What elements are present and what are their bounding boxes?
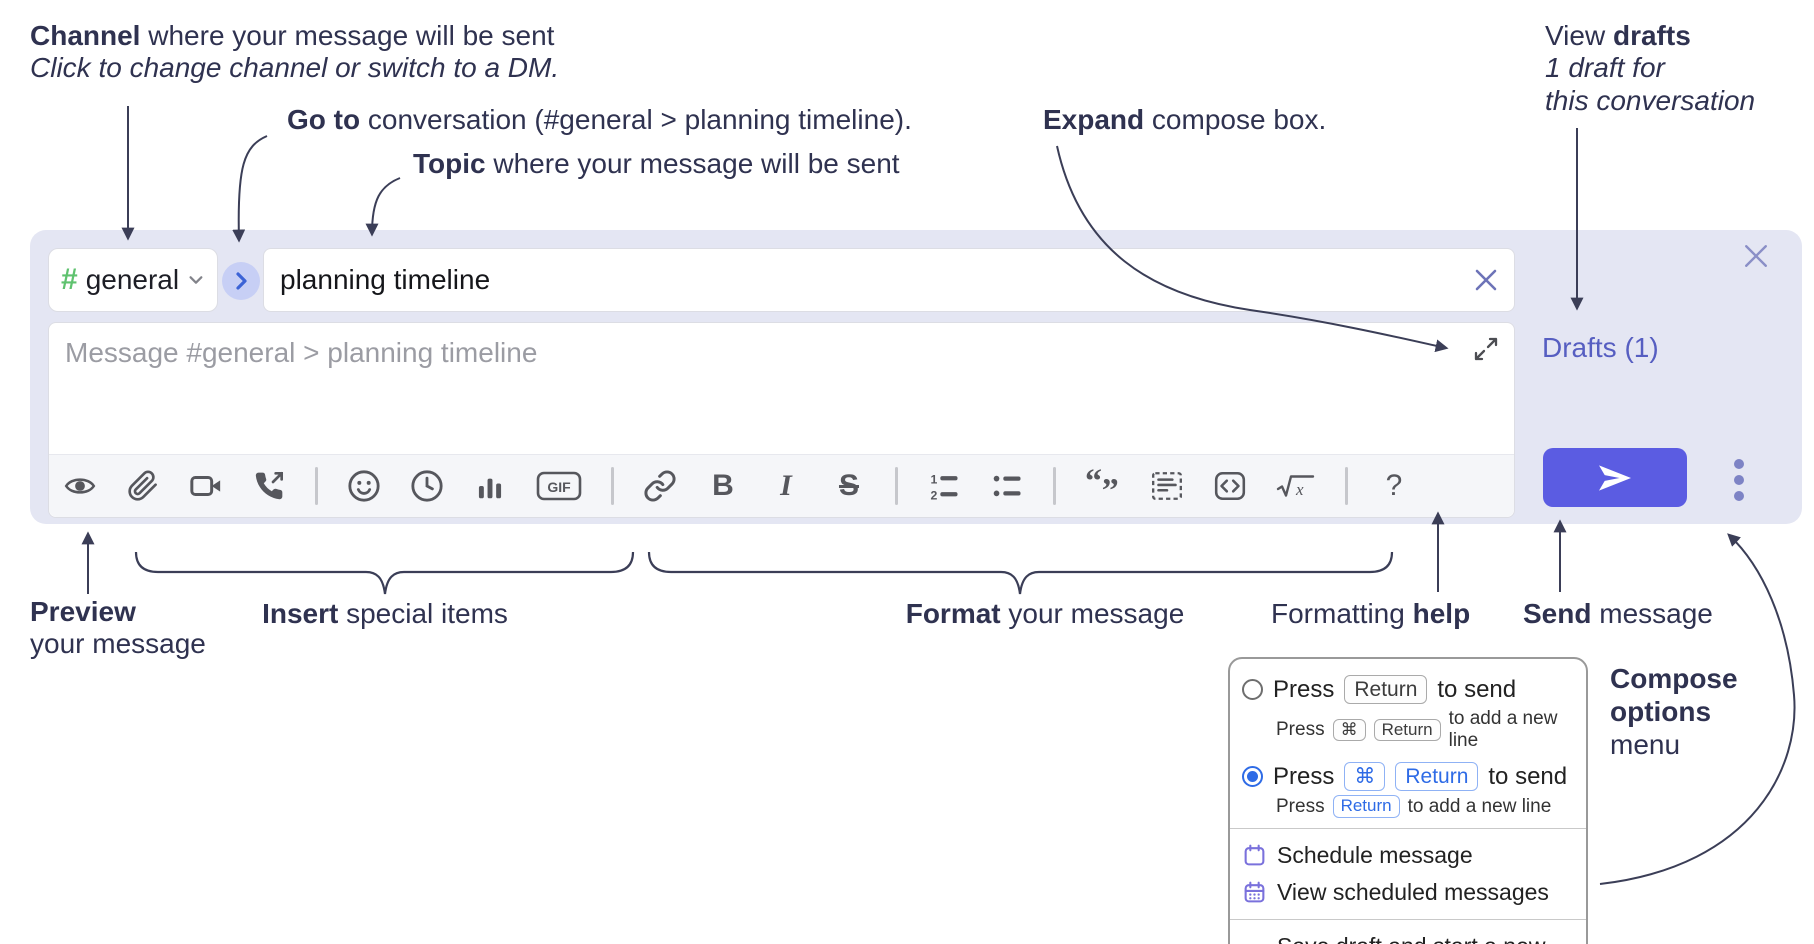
kbd-return: Return [1373,718,1441,742]
emoji-icon[interactable] [347,466,381,506]
brace-format [647,551,1394,595]
chevron-down-icon [189,276,203,284]
annotation-view-drafts: View drafts 1 draft for this conversatio… [1545,20,1756,116]
toolbar-separator [315,467,318,505]
voice-call-icon[interactable] [252,466,286,506]
code-icon[interactable] [1213,466,1247,506]
annotation-insert: Insert special items [262,598,508,629]
video-call-icon[interactable] [189,466,223,506]
svg-text:„: „ [1102,469,1119,492]
calendar-grid-icon [1244,881,1265,903]
kbd-return: Return [1344,675,1428,705]
annotation-preview: Preview your message [30,596,206,660]
channel-hash-icon: # [61,263,78,296]
send-button[interactable] [1543,448,1687,507]
toolbar-separator [611,467,614,505]
send-option-cmd-return[interactable]: Press ⌘ Return to send [1242,762,1574,792]
channel-selector[interactable]: # general [48,248,218,312]
menu-divider [1230,918,1586,920]
preview-eye-icon[interactable] [63,466,97,506]
annotation-format: Format your message [905,598,1185,629]
kbd-cmd: ⌘ [1344,762,1386,792]
annotation-help: Formatting help [1271,598,1471,629]
calendar-icon [1244,844,1265,866]
channel-name: general [85,264,180,295]
quote-icon[interactable]: “„ [1085,466,1121,506]
bulleted-list-icon[interactable] [990,466,1024,506]
message-area: GIF B I S 12 “„ [48,322,1515,518]
attach-file-icon[interactable] [126,466,160,506]
gif-icon[interactable]: GIF [536,466,582,506]
topic-field [263,248,1515,312]
annotation-expand: Expand compose box. [1043,104,1327,135]
annotation-topic: Topic where your message will be sent [413,148,900,179]
ellipsis-dot [1734,491,1744,501]
send-options-popup: Press Return to send Press ⌘ Return to a… [1228,657,1588,944]
poll-icon[interactable] [473,466,507,506]
annotation-send: Send message [1523,598,1713,629]
svg-text:1: 1 [930,473,937,487]
send-option-cmd-return-sub: Press Return to add a new line [1276,795,1552,818]
brace-insert [134,551,635,595]
message-formatting-help-icon[interactable]: ? [1385,469,1403,502]
chevron-right-icon [236,272,247,290]
menu-item-view-scheduled-messages[interactable]: View scheduled messages [1242,874,1574,911]
send-option-return[interactable]: Press Return to send [1242,675,1574,705]
italic-icon[interactable]: I [780,469,792,502]
svg-text:GIF: GIF [547,479,571,495]
annotation-compose-options: Compose options menu [1610,663,1738,761]
svg-text:2: 2 [930,489,937,502]
radio-selected[interactable] [1242,766,1263,788]
arrow-topic [365,177,401,237]
menu-item-schedule-message[interactable]: Schedule message [1242,837,1574,874]
message-input[interactable] [49,323,1514,369]
compose-options-menu-button[interactable] [1727,456,1751,504]
spoiler-icon[interactable] [1150,466,1184,506]
radio-unselected[interactable] [1242,679,1263,701]
annotation-channel: Channel where your message will be sent … [30,20,560,84]
send-option-return-sub: Press ⌘ Return to add a new line [1276,708,1558,752]
topic-input[interactable] [264,264,1474,296]
strikethrough-icon[interactable]: S [838,469,859,502]
send-icon [1599,464,1631,491]
ellipsis-dot [1734,475,1744,485]
svg-text:x: x [1295,480,1304,499]
link-icon[interactable] [643,466,677,506]
kbd-return: Return [1395,762,1479,792]
arrow-goto [232,135,268,243]
global-time-icon[interactable] [410,466,444,506]
menu-divider [1230,827,1586,829]
bold-icon[interactable]: B [712,469,734,502]
svg-text:“: “ [1085,469,1102,500]
kbd-cmd: ⌘ [1332,718,1366,742]
expand-compose-icon[interactable] [1472,335,1500,363]
toolbar-separator [1345,467,1348,505]
close-compose-icon[interactable] [1743,243,1769,269]
toolbar-separator [1053,467,1056,505]
math-icon[interactable]: x [1276,466,1316,506]
menu-item-save-draft-new-message[interactable]: Save draft and start a new message [1242,928,1574,944]
clear-topic-icon[interactable] [1474,268,1498,292]
go-to-conversation-button[interactable] [222,262,260,300]
drafts-link[interactable]: Drafts (1) [1542,332,1659,363]
compose-box: # general [30,230,1802,524]
ellipsis-dot [1734,459,1744,469]
annotation-goto: Go to conversation (#general > planning … [287,104,912,135]
toolbar-separator [895,467,898,505]
kbd-return: Return [1332,795,1400,818]
